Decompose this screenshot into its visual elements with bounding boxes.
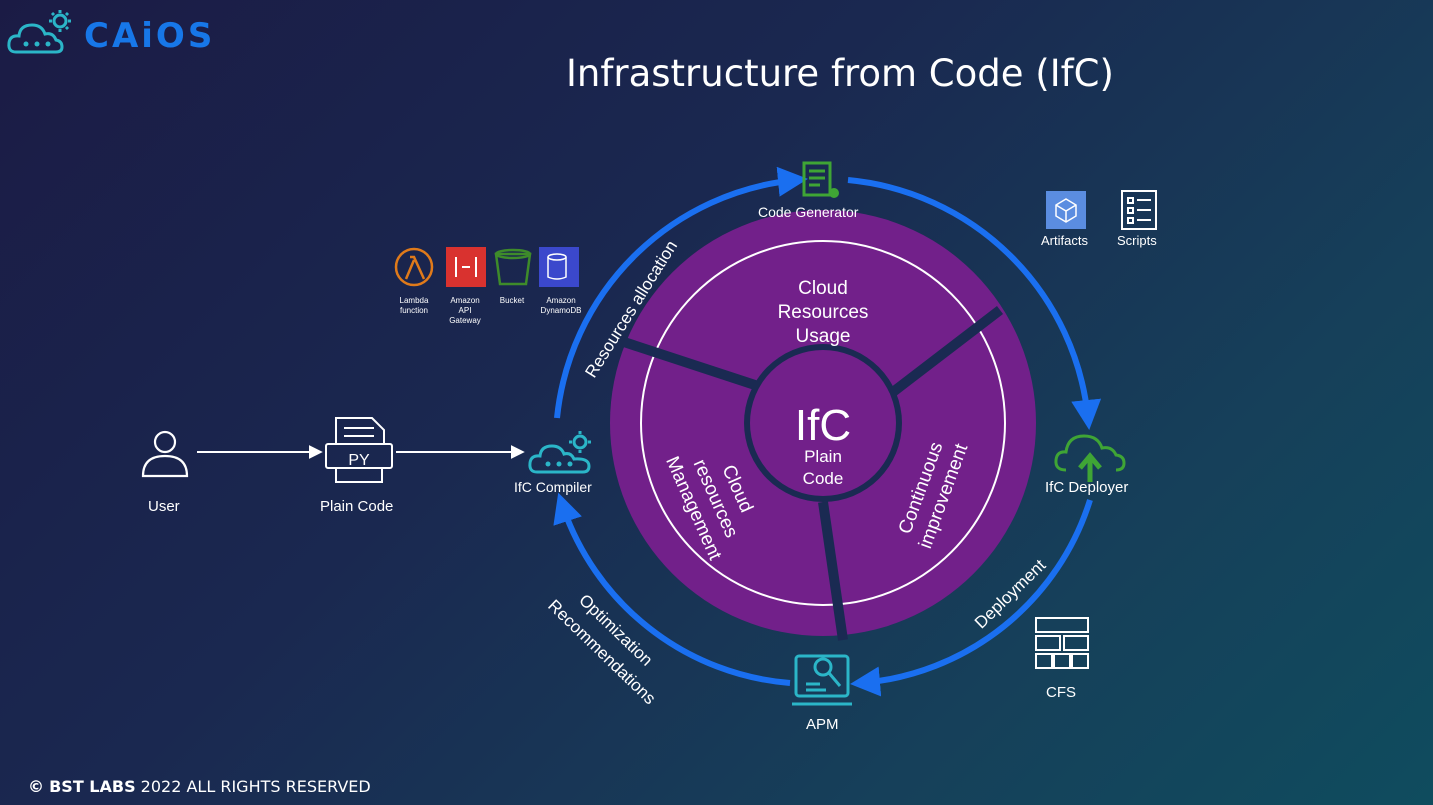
dynamodb-icon — [539, 247, 579, 287]
segment-top-line1: Cloud — [798, 278, 848, 299]
center-line1: Plain — [804, 447, 842, 466]
cfs-label: CFS — [1046, 684, 1076, 701]
deployer-label: IfC Deployer — [1045, 479, 1129, 496]
code-generator-icon — [802, 161, 839, 198]
copyright-symbol: © — [28, 777, 44, 796]
apm-monitor-icon — [792, 654, 852, 706]
code-generator-label: Code Generator — [758, 204, 859, 220]
caios-logo: CAiOS — [6, 8, 226, 60]
segment-top-line2: Resources — [778, 302, 869, 323]
artifacts-cube-icon — [1046, 191, 1086, 229]
user-label: User — [148, 498, 180, 515]
arc-generator-to-deployer — [847, 177, 1102, 430]
apm-label: APM — [806, 716, 839, 733]
artifacts-label: Artifacts — [1041, 233, 1088, 248]
company-name: BST LABS — [49, 777, 136, 796]
copyright-rest: 2022 ALL RIGHTS RESERVED — [135, 777, 371, 796]
api-gateway-icon — [446, 247, 486, 287]
arc-apm-to-compiler — [553, 492, 791, 686]
cloud-gear-logo-icon — [7, 10, 71, 54]
cfs-grid-icon — [1035, 617, 1089, 669]
plain-code-label: Plain Code — [320, 498, 394, 515]
user-icon — [141, 430, 189, 478]
arc-deployer-to-apm — [850, 499, 1093, 697]
arc-compiler-to-generator — [554, 166, 808, 419]
plain-code-file-label: PY — [348, 452, 370, 469]
scripts-checklist-icon — [1121, 190, 1157, 230]
bucket-icon — [494, 248, 532, 286]
page-title: Infrastructure from Code (IfC) — [566, 52, 1114, 95]
copyright-footer: © BST LABS 2022 ALL RIGHTS RESERVED — [28, 777, 371, 796]
center-line2: Code — [803, 469, 844, 488]
python-file-icon — [325, 417, 393, 483]
segment-top-text: Cloud Resources Usage — [778, 278, 869, 347]
compiler-label: IfC Compiler — [514, 479, 592, 495]
logo-text: CAiOS — [84, 16, 216, 56]
aws-service-caption: Bucket — [499, 296, 525, 305]
deployer-cloud-upload-icon — [1054, 434, 1126, 482]
compiler-cloud-gear-icon — [528, 431, 591, 474]
scripts-label: Scripts — [1117, 233, 1157, 248]
lambda-icon — [394, 247, 434, 287]
segment-top-line3: Usage — [796, 326, 851, 347]
center-title: IfC — [795, 401, 851, 450]
purple-ring — [610, 210, 1036, 641]
